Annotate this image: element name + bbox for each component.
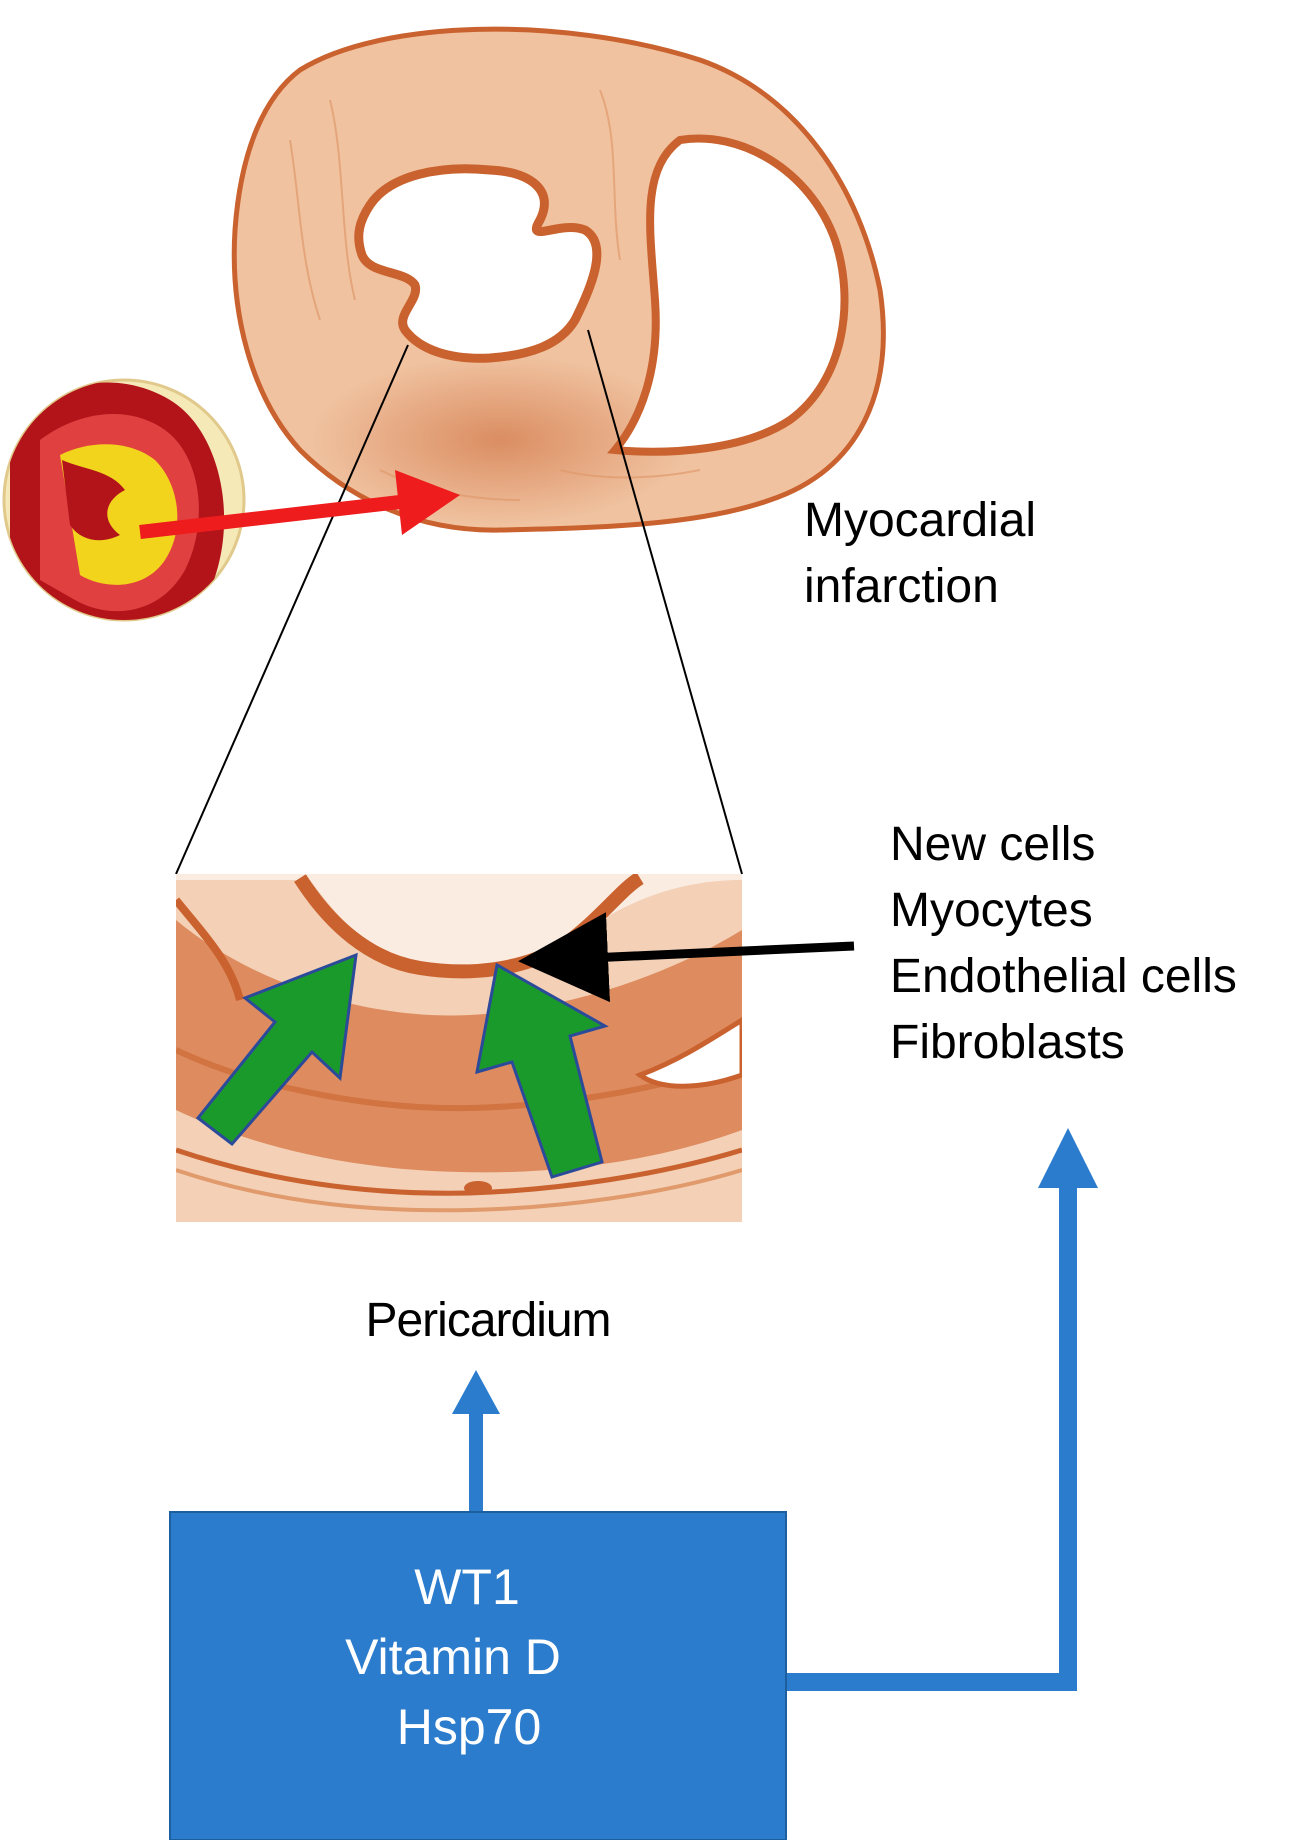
factor-wt1: WT1 <box>414 1559 520 1615</box>
factor-hsp70: Hsp70 <box>397 1699 542 1755</box>
occluded-artery-icon <box>2 378 246 622</box>
label-endothelial-cells: Endothelial cells <box>890 950 1237 1003</box>
heart-cross-section <box>231 26 886 533</box>
label-fibroblasts: Fibroblasts <box>890 1016 1125 1069</box>
factors-box: WT1 Vitamin D Hsp70 <box>169 1511 787 1840</box>
label-myocardial: Myocardial <box>804 494 1036 547</box>
regeneration-arrow-left <box>195 952 358 1147</box>
label-infarction: infarction <box>804 560 999 613</box>
zoomed-infarct-region <box>176 874 742 1222</box>
heart-texture <box>289 89 701 501</box>
zoom-line-right <box>587 329 743 875</box>
factor-vitamin-d: Vitamin D <box>345 1629 561 1685</box>
label-myocytes: Myocytes <box>890 884 1093 937</box>
zoom-line-left <box>175 344 409 875</box>
arrow-to-new-cells <box>782 1128 1098 1691</box>
label-new-cells: New cells <box>890 818 1095 871</box>
right-ventricle-lumen <box>607 134 849 456</box>
label-pericardium: Pericardium <box>365 1294 610 1347</box>
left-ventricle-lumen <box>354 164 602 363</box>
new-cells-pointer-arrow <box>518 912 855 1003</box>
infarct-arrow <box>139 470 460 539</box>
arrow-to-pericardium <box>452 1370 500 1512</box>
